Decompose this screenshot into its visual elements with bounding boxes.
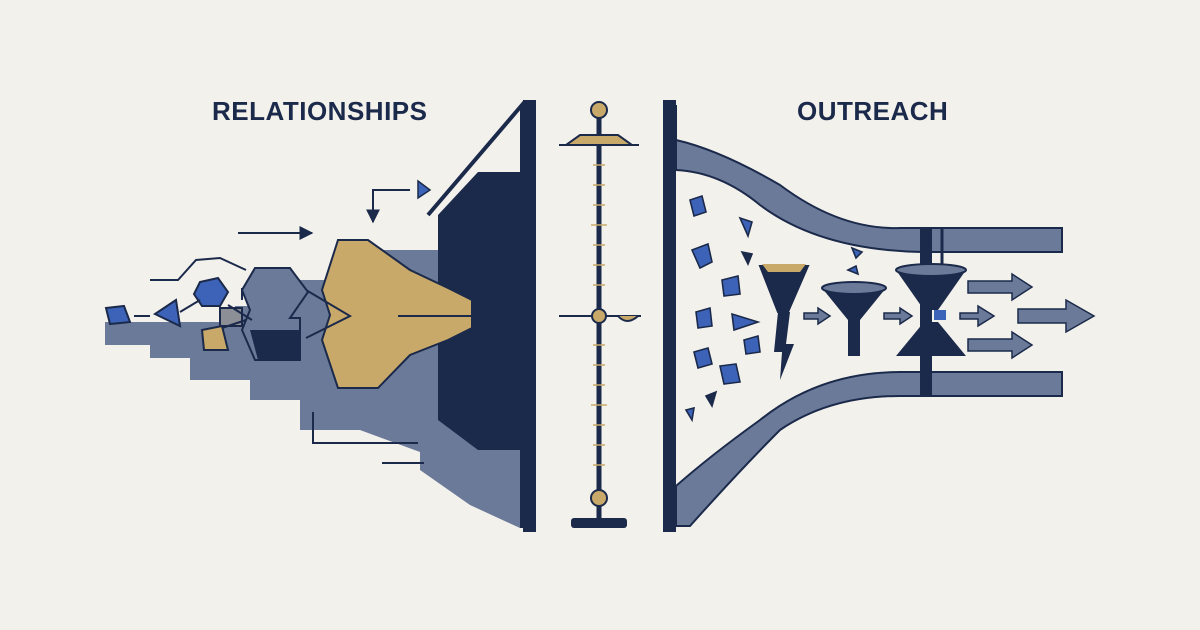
arrow-elbow-top xyxy=(366,189,410,224)
node-blue-small xyxy=(104,304,132,326)
scattered-shapes-icon xyxy=(684,194,864,423)
balance-scale-icon xyxy=(559,101,641,528)
network-edges-2 xyxy=(150,256,247,281)
outreach-section xyxy=(663,100,1096,532)
left-wall-line xyxy=(426,99,524,528)
node-link-3 xyxy=(221,319,247,329)
arrow-icon xyxy=(1017,298,1096,334)
heading-relationships: RELATIONSHIPS xyxy=(212,96,428,126)
node-link-2 xyxy=(227,304,253,321)
arrow-elbow-bottom xyxy=(312,412,418,444)
arrow-icon xyxy=(967,272,1034,302)
right-wall-bar xyxy=(663,100,676,532)
node-gold-small xyxy=(200,324,230,351)
relationships-section xyxy=(104,99,536,532)
gold-merge-shape xyxy=(320,239,473,389)
funnel-icon xyxy=(758,264,810,380)
node-blue-triangle xyxy=(152,298,182,328)
heading-outreach: OUTREACH xyxy=(797,96,949,126)
arrow-icon xyxy=(803,306,832,326)
arrow-icon xyxy=(883,306,914,326)
slate-hexagon-dark xyxy=(250,330,300,360)
small-blue-arrow xyxy=(417,179,432,200)
funnel-icon-pipe xyxy=(895,228,967,396)
left-wall-bar xyxy=(523,100,536,532)
gold-inner-lines xyxy=(305,289,353,339)
outreach-arrows xyxy=(803,272,1096,360)
navy-hexagon-block xyxy=(438,172,522,450)
outreach-funnel-band xyxy=(675,105,1063,527)
arrow-icon xyxy=(967,330,1034,360)
arrow-icon xyxy=(959,304,996,328)
network-edges xyxy=(179,299,201,313)
scale-ticks xyxy=(591,164,607,466)
funnel-icon-middle xyxy=(821,281,887,356)
node-blue-hex xyxy=(192,276,230,307)
